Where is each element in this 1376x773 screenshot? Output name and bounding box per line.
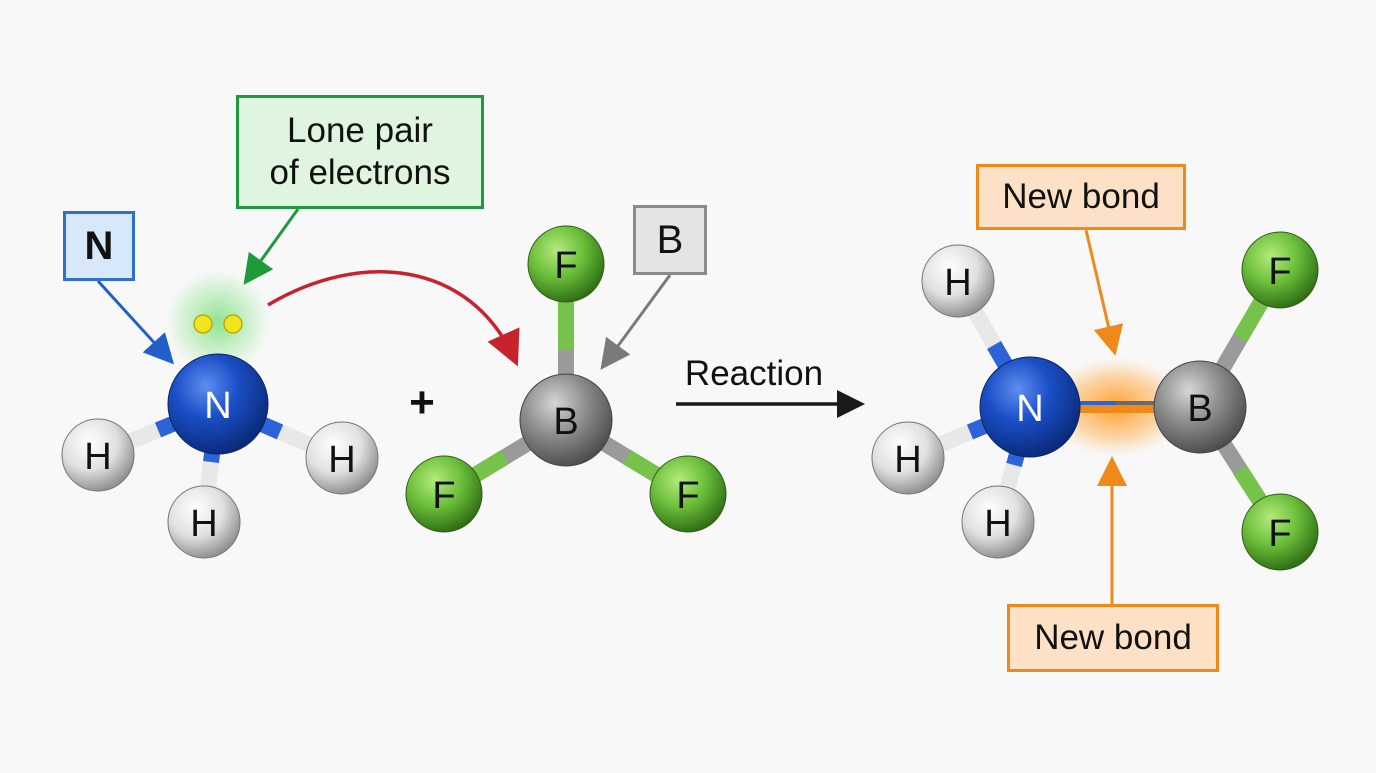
fluorine-atom-top (527, 225, 605, 303)
lone-pair-electron-1 (193, 314, 213, 334)
lone-pair-callout-arrow (243, 208, 300, 285)
lone-pair-electron-2 (223, 314, 243, 334)
product-hydrogen-atom-bottom (961, 485, 1035, 559)
hydrogen-atom-right (305, 421, 379, 495)
new-bond-callout-top: New bond (976, 164, 1186, 230)
fluorine-atom-label: F (1268, 513, 1291, 555)
boron-atom-label: B (553, 401, 578, 443)
boron-callout: B (633, 205, 707, 275)
nitrogen-callout-arrow (96, 279, 175, 365)
nitrogen-atom-label: N (204, 385, 231, 427)
fluorine-atom-label: F (676, 475, 699, 517)
fluorine-atom-right (649, 455, 727, 533)
plus-sign: + (409, 378, 435, 427)
product-molecule: H H H F F N B (871, 231, 1319, 571)
nitrogen-atom (167, 353, 269, 455)
fluorine-atom-label: F (1268, 251, 1291, 293)
bf3-molecule: F F F B (405, 225, 727, 533)
product-hydrogen-atom-top (921, 244, 995, 318)
fluorine-atom-left (405, 455, 483, 533)
fluorine-atom-label: F (432, 475, 455, 517)
hydrogen-atom-label: H (190, 503, 217, 545)
hydrogen-atom-label: H (944, 262, 971, 304)
lone-pair-glow (166, 270, 270, 374)
boron-atom (519, 373, 613, 467)
product-fluorine-atom-top (1241, 231, 1319, 309)
hydrogen-atom-label: H (84, 436, 111, 478)
product-hydrogen-atom-left (871, 421, 945, 495)
new-bond-top-arrow (1084, 229, 1124, 356)
product-boron-atom (1153, 360, 1247, 454)
lone-pair-callout-line-1: Lone pair (287, 111, 433, 150)
product-fluorine-atom-bottom (1241, 493, 1319, 571)
hydrogen-atom-label: H (894, 439, 921, 481)
product-nitrogen-atom (979, 356, 1081, 458)
product-nitrogen-atom-label: N (1016, 388, 1043, 430)
fluorine-atom-label: F (554, 245, 577, 287)
lone-pair-callout-line-2: of electrons (269, 153, 451, 192)
reaction-label: Reaction (684, 354, 824, 393)
boron-callout-arrow (600, 274, 672, 370)
ammonia-molecule: H H H N (61, 270, 379, 559)
product-boron-atom-label: B (1187, 388, 1212, 430)
lone-pair-callout: Lone pair of electrons (236, 95, 484, 209)
hydrogen-atom-label: H (328, 439, 355, 481)
hydrogen-atom-left (61, 418, 135, 492)
hydrogen-atom-label: H (984, 503, 1011, 545)
electron-donation-arrow (267, 270, 520, 367)
new-bond-callout-bottom: New bond (1007, 604, 1219, 672)
hydrogen-atom-bottom (167, 485, 241, 559)
nitrogen-callout: N (63, 211, 135, 281)
